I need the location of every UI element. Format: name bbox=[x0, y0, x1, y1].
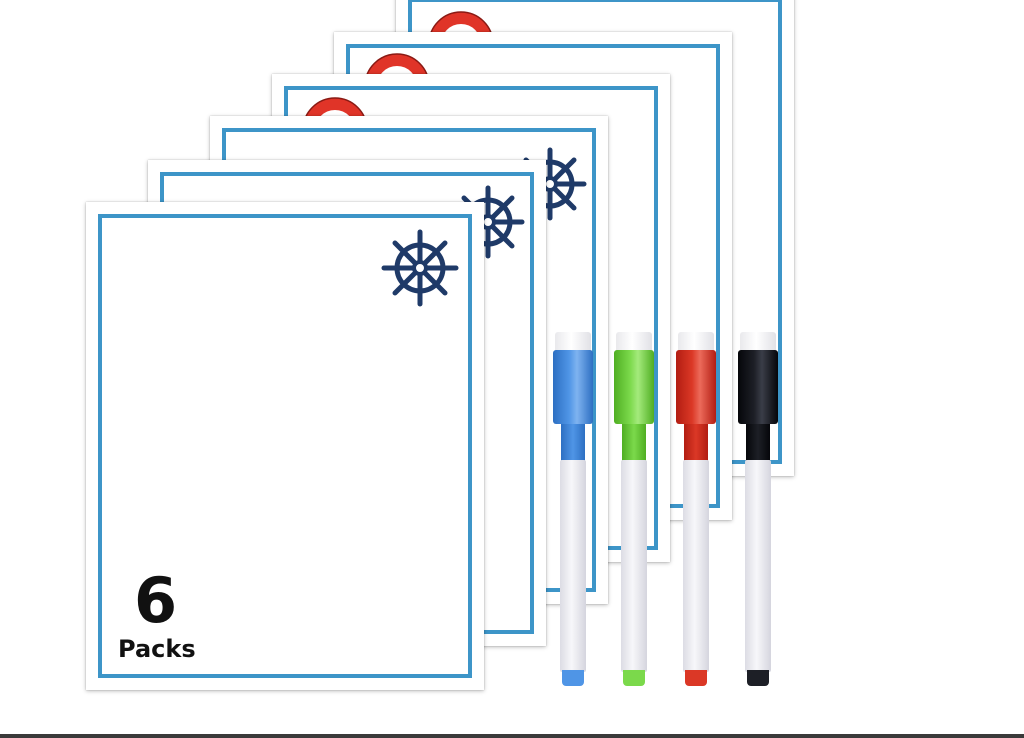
marker-grip bbox=[684, 424, 708, 462]
red-marker bbox=[676, 332, 720, 692]
marker-cap bbox=[553, 350, 593, 424]
blue-marker bbox=[553, 332, 597, 692]
pack-count: 6 bbox=[134, 564, 178, 637]
marker-eraser-cap bbox=[678, 332, 714, 352]
whiteboard-1: 6 Packs bbox=[86, 202, 484, 690]
black-marker bbox=[738, 332, 782, 692]
marker-tip bbox=[623, 670, 645, 686]
marker-barrel bbox=[621, 460, 647, 672]
board-frame bbox=[98, 214, 472, 678]
marker-grip bbox=[622, 424, 646, 462]
bottom-edge-bar bbox=[0, 734, 1024, 738]
marker-barrel bbox=[745, 460, 771, 672]
marker-tip bbox=[685, 670, 707, 686]
marker-barrel bbox=[560, 460, 586, 672]
marker-eraser-cap bbox=[616, 332, 652, 352]
marker-grip bbox=[746, 424, 770, 462]
marker-eraser-cap bbox=[740, 332, 776, 352]
marker-barrel bbox=[683, 460, 709, 672]
marker-tip bbox=[562, 670, 584, 686]
marker-cap bbox=[738, 350, 778, 424]
ship-wheel-icon bbox=[381, 229, 459, 307]
marker-eraser-cap bbox=[555, 332, 591, 352]
marker-cap bbox=[614, 350, 654, 424]
pack-label: Packs bbox=[118, 635, 196, 663]
green-marker bbox=[614, 332, 658, 692]
marker-cap bbox=[676, 350, 716, 424]
marker-grip bbox=[561, 424, 585, 462]
marker-tip bbox=[747, 670, 769, 686]
